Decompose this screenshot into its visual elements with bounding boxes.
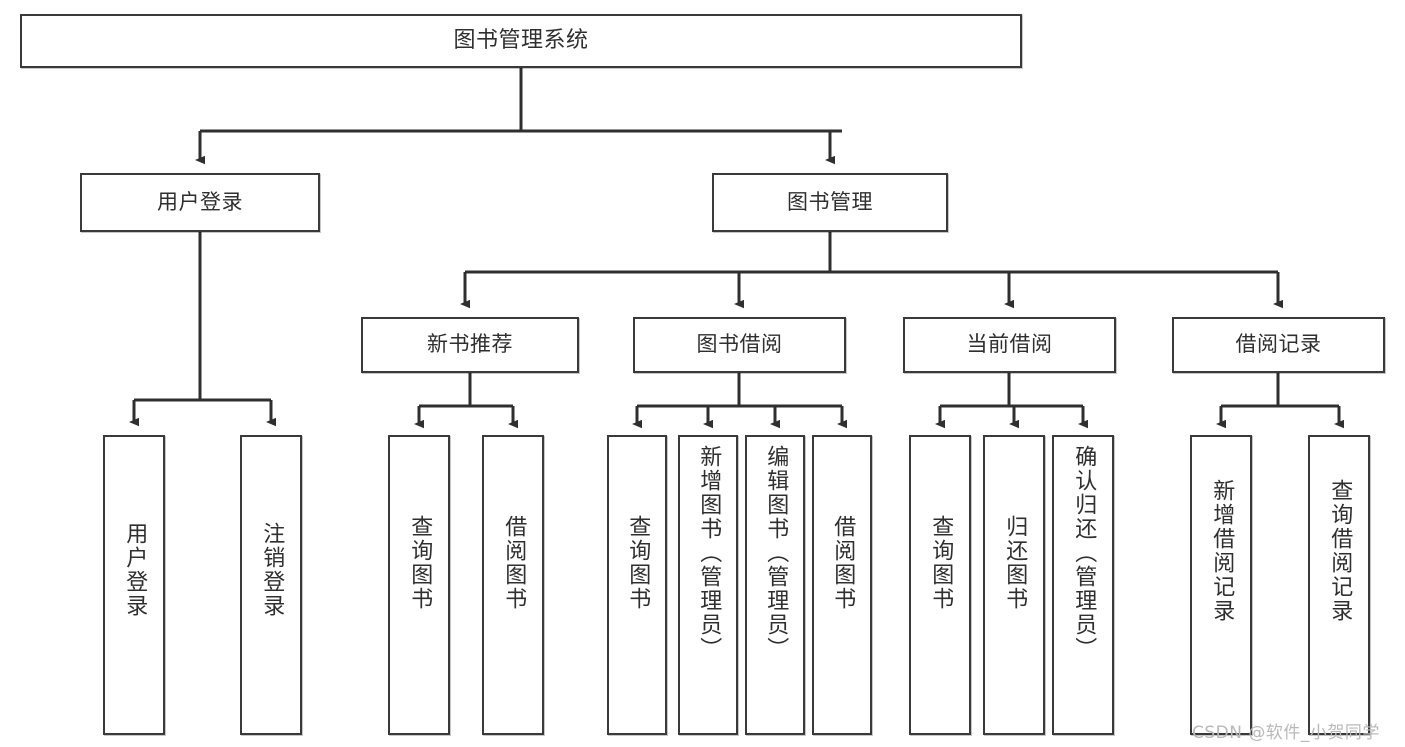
node-user-login[interactable]: 用户登录 bbox=[80, 173, 320, 232]
node-leaf-query-book-1-label: 查询图书 bbox=[407, 515, 433, 611]
csdn-watermark: CSDN @软件_小贺同学 bbox=[1192, 723, 1380, 743]
node-user-login-label: 用户登录 bbox=[157, 189, 243, 214]
node-leaf-borrow-book-1[interactable]: 借阅图书 bbox=[482, 435, 544, 735]
node-current-borrow[interactable]: 当前借阅 bbox=[903, 317, 1116, 373]
node-leaf-logout[interactable]: 注销登录 bbox=[240, 435, 302, 735]
node-leaf-add-book-label: 新增图书（管理员） bbox=[696, 445, 722, 661]
node-leaf-logout-label: 注销登录 bbox=[259, 522, 285, 618]
node-book-borrow-label: 图书借阅 bbox=[696, 332, 783, 357]
node-leaf-borrow-book-1-label: 借阅图书 bbox=[501, 515, 527, 611]
node-leaf-return-book[interactable]: 归还图书 bbox=[983, 435, 1045, 735]
node-root-label: 图书管理系统 bbox=[453, 27, 589, 53]
node-leaf-query-record-label: 查询借阅记录 bbox=[1327, 479, 1353, 623]
node-leaf-add-book[interactable]: 新增图书（管理员） bbox=[678, 435, 738, 735]
node-book-manage-label: 图书管理 bbox=[787, 189, 873, 214]
node-new-book-recommend-label: 新书推荐 bbox=[427, 332, 513, 357]
node-leaf-query-book-1[interactable]: 查询图书 bbox=[388, 435, 450, 735]
node-leaf-user-login[interactable]: 用户登录 bbox=[103, 435, 165, 735]
node-book-manage[interactable]: 图书管理 bbox=[712, 173, 948, 232]
node-book-borrow[interactable]: 图书借阅 bbox=[633, 317, 846, 373]
node-leaf-add-record-label: 新增借阅记录 bbox=[1209, 479, 1235, 623]
node-leaf-query-book-3[interactable]: 查询图书 bbox=[909, 435, 971, 735]
node-leaf-query-record[interactable]: 查询借阅记录 bbox=[1308, 435, 1370, 735]
node-borrow-record-label: 借阅记录 bbox=[1235, 332, 1322, 357]
node-leaf-borrow-book-2-label: 借阅图书 bbox=[830, 515, 856, 611]
node-leaf-user-login-label: 用户登录 bbox=[122, 522, 148, 618]
node-leaf-edit-book[interactable]: 编辑图书（管理员） bbox=[745, 435, 805, 735]
node-new-book-recommend[interactable]: 新书推荐 bbox=[361, 317, 579, 373]
node-current-borrow-label: 当前借阅 bbox=[966, 332, 1053, 357]
node-borrow-record[interactable]: 借阅记录 bbox=[1172, 317, 1385, 373]
node-leaf-borrow-book-2[interactable]: 借阅图书 bbox=[812, 435, 872, 735]
node-leaf-add-record[interactable]: 新增借阅记录 bbox=[1190, 435, 1252, 735]
node-leaf-query-book-3-label: 查询图书 bbox=[928, 515, 954, 611]
node-leaf-confirm-return-label: 确认归还（管理员） bbox=[1071, 445, 1097, 661]
node-leaf-confirm-return[interactable]: 确认归还（管理员） bbox=[1052, 435, 1114, 735]
node-leaf-edit-book-label: 编辑图书（管理员） bbox=[763, 445, 789, 661]
node-leaf-query-book-2-label: 查询图书 bbox=[625, 515, 651, 611]
node-leaf-return-book-label: 归还图书 bbox=[1002, 515, 1028, 611]
node-leaf-query-book-2[interactable]: 查询图书 bbox=[607, 435, 667, 735]
node-root[interactable]: 图书管理系统 bbox=[20, 14, 1022, 68]
